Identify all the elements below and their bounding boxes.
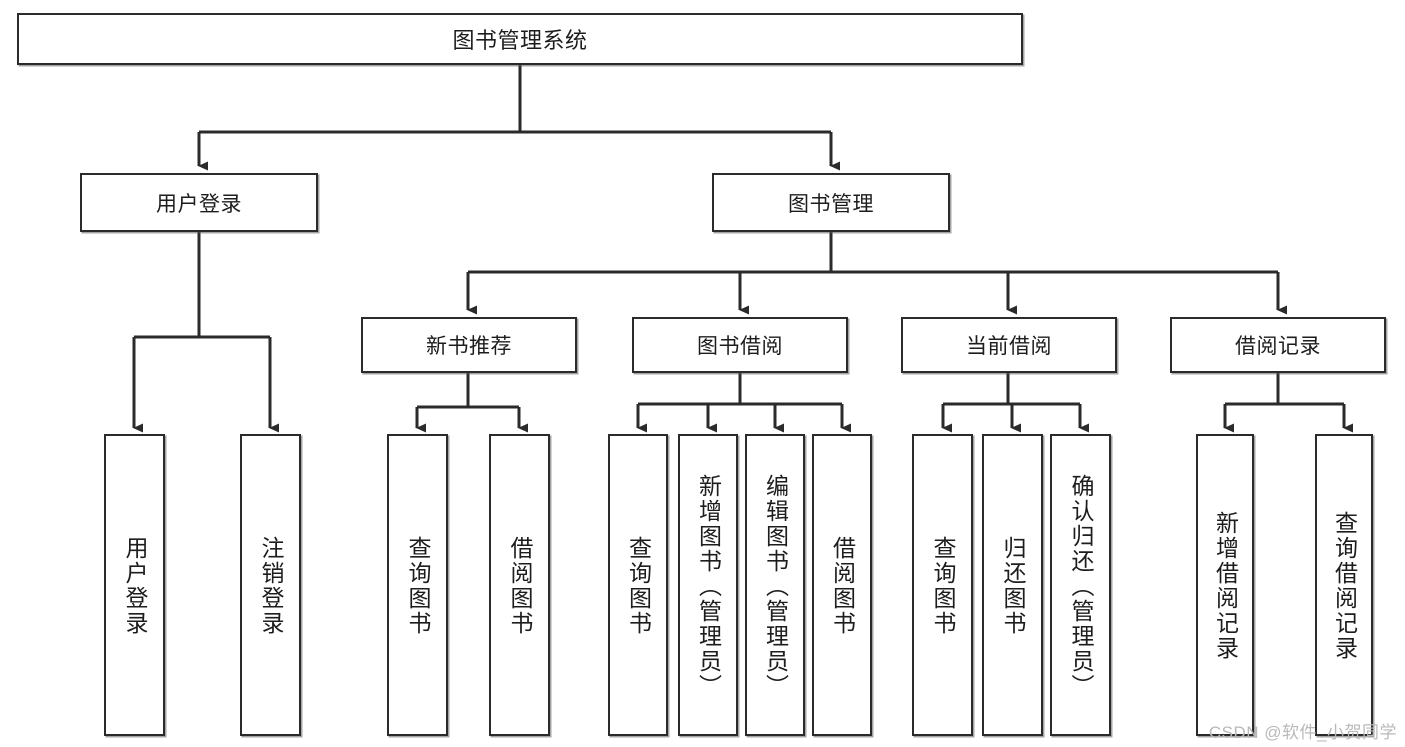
node-new-book-recommend[interactable]: 新书推荐 — [361, 317, 577, 373]
node-leaf-borrow-query-label: 查询图书 — [625, 536, 652, 636]
node-root-system[interactable]: 图书管理系统 — [17, 13, 1023, 65]
node-leaf-user-login-signout-label: 注销登录 — [258, 536, 284, 636]
node-leaf-records-query-label: 查询借阅记录 — [1331, 511, 1358, 661]
node-leaf-borrow-add-admin[interactable]: 新增图书（管理员） — [678, 434, 738, 736]
node-borrow-records[interactable]: 借阅记录 — [1170, 317, 1386, 373]
node-leaf-borrow-add-admin-label: 新增图书（管理员） — [695, 473, 722, 699]
node-new-book-recommend-label: 新书推荐 — [426, 335, 512, 358]
node-leaf-borrow-edit-admin-label: 编辑图书（管理员） — [762, 473, 789, 699]
node-leaf-borrow-edit-admin[interactable]: 编辑图书（管理员） — [745, 434, 805, 736]
node-book-borrow[interactable]: 图书借阅 — [632, 317, 848, 373]
node-leaf-newbook-borrow[interactable]: 借阅图书 — [489, 434, 550, 736]
node-leaf-current-confirm-admin-label: 确认归还（管理员） — [1068, 473, 1094, 699]
node-user-login[interactable]: 用户登录 — [80, 173, 318, 232]
node-leaf-records-add[interactable]: 新增借阅记录 — [1196, 434, 1254, 736]
node-leaf-newbook-query[interactable]: 查询图书 — [387, 434, 448, 736]
node-leaf-borrow-query[interactable]: 查询图书 — [608, 434, 668, 736]
node-leaf-newbook-borrow-label: 借阅图书 — [507, 536, 533, 636]
node-current-borrow-label: 当前借阅 — [966, 335, 1052, 358]
node-root-system-label: 图书管理系统 — [452, 28, 588, 53]
node-current-borrow[interactable]: 当前借阅 — [901, 317, 1117, 373]
node-leaf-user-login-signin[interactable]: 用户登录 — [104, 434, 165, 736]
node-leaf-current-return[interactable]: 归还图书 — [982, 434, 1043, 736]
node-leaf-user-login-signin-label: 用户登录 — [122, 536, 148, 636]
node-book-management-label: 图书管理 — [788, 192, 874, 216]
node-leaf-current-query[interactable]: 查询图书 — [912, 434, 973, 736]
node-leaf-borrow-borrow[interactable]: 借阅图书 — [812, 434, 872, 736]
node-leaf-current-return-label: 归还图书 — [1000, 536, 1026, 636]
node-leaf-records-query[interactable]: 查询借阅记录 — [1315, 434, 1373, 736]
node-leaf-current-query-label: 查询图书 — [930, 536, 956, 636]
node-book-management[interactable]: 图书管理 — [712, 173, 950, 232]
node-leaf-newbook-query-label: 查询图书 — [405, 536, 431, 636]
node-leaf-user-login-signout[interactable]: 注销登录 — [240, 434, 301, 736]
node-leaf-current-confirm-admin[interactable]: 确认归还（管理员） — [1050, 434, 1111, 736]
node-user-login-label: 用户登录 — [156, 192, 242, 216]
node-borrow-records-label: 借阅记录 — [1235, 335, 1321, 358]
node-leaf-borrow-borrow-label: 借阅图书 — [829, 536, 856, 636]
watermark-text: CSDN @软件_小贺同学 — [1208, 723, 1397, 742]
node-book-borrow-label: 图书借阅 — [697, 335, 783, 358]
node-leaf-records-add-label: 新增借阅记录 — [1212, 511, 1239, 661]
